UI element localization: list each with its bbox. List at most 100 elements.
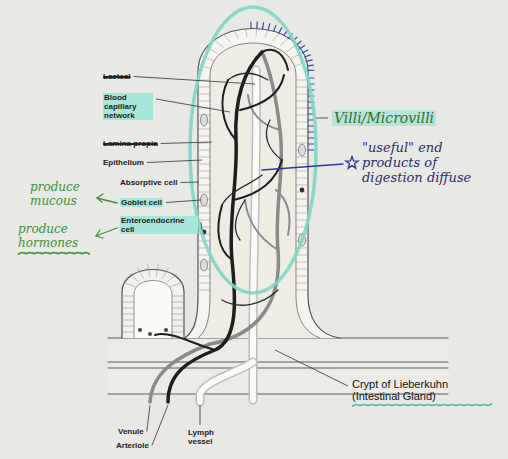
epithelial-cell [198,101,210,102]
arteriole-branch [240,75,284,110]
part-label: Lamina propia [103,139,158,148]
lacteal [200,362,253,402]
crypt-cell [171,282,182,286]
crypt-cell [124,282,135,286]
epithelial-cell [273,33,279,41]
part-label: Blood capillary network [103,93,153,120]
epithelial-cell [296,220,308,221]
crypt-cell [129,274,138,282]
epithelial-cell [198,283,210,284]
crypt-cell [168,274,177,282]
crypt-cell [138,268,144,278]
crypt-cell [122,296,134,297]
epithelial-cell [296,199,308,200]
enteroendocrine-cell-symbol [300,188,305,193]
epithelial-cell [296,164,308,165]
microvilli-tick [307,64,313,66]
capillary [228,73,268,80]
layer-line [108,368,448,369]
epithelial-cell [198,220,210,221]
epithelial-cell [296,178,308,179]
epithelial-cell [234,31,238,39]
epithelial-cell [198,136,210,137]
lacteal-lumen [253,70,256,400]
epithelial-cell [296,101,308,102]
handwritten-note: "useful" end products of digestion diffu… [362,140,472,185]
arrowhead [97,194,103,202]
part-label: Goblet cell [120,198,163,207]
microvilli-tick [308,70,314,71]
epithelial-cell [215,40,223,47]
epithelial-cell [198,164,210,165]
part-label: Lymph vessel [188,428,228,446]
microvilli-tick [279,28,282,33]
lacteal-lumen [200,362,253,402]
epithelial-cell [198,87,210,88]
microvilli-tick [306,60,312,61]
leader-line [156,99,230,112]
crypt-cell [172,326,184,327]
epithelial-cell [198,276,210,277]
microvilli-tick [308,143,314,144]
handwritten-note: produce hormones [18,222,92,250]
crypt-cell [172,314,184,315]
crypt-cell [122,320,134,321]
crypt-cell [163,268,169,278]
paneth-cell [138,328,142,332]
epithelial-cell [296,108,308,109]
epithelial-cell [198,185,210,186]
epithelial-cell [296,87,308,88]
lacteal [253,70,256,400]
epithelial-cell [296,262,308,263]
crypt-cell [148,264,150,276]
star-mark [346,157,358,169]
goblet-cell-symbol [201,114,208,126]
paneth-cell [164,328,168,332]
part-label: Venule [118,427,144,436]
epithelial-cell [296,122,308,123]
microvilli-tick [308,137,314,138]
epithelial-cell [198,178,210,179]
goblet-cell-symbol [299,144,306,156]
epithelial-cell [281,38,289,45]
crypt-cell [172,302,184,303]
epithelial-cell [198,192,210,193]
epithelial-cell [296,213,308,214]
leader-line [275,350,348,386]
arteriole-branch [218,205,232,260]
epithelial-cell [296,143,308,144]
part-label: Arteriole [116,441,149,450]
microvilli-tick [274,26,276,32]
epithelial-cell [296,94,308,95]
part-label: Lacteal [103,72,131,81]
leader-line [166,200,201,203]
crypt-cell [172,320,184,321]
epithelial-cell [296,157,308,158]
crypt-cell [122,308,134,309]
arteriole-branch [262,50,288,70]
arrowhead [96,230,103,238]
epithelial-cell [296,185,308,186]
handwritten-note: produce mucous [30,180,94,208]
capillary [235,200,245,240]
microvilli-tick [308,125,314,126]
leader-line [134,77,255,85]
layer-line [108,362,448,363]
epithelial-cell [245,28,247,36]
highlight-ellipse [190,7,316,293]
part-label: Epithelium [103,158,144,167]
leader-line [161,142,212,144]
epithelial-cell [198,94,210,95]
leader-line [147,405,150,432]
microvilli-tick [263,23,264,29]
venule-vessel [276,190,290,235]
epithelial-cell [296,129,308,130]
microvilli-tick [305,55,311,57]
epithelial-cell [296,80,308,81]
capillary [266,120,282,160]
epithelial-cell [198,150,210,151]
leader-line [200,405,201,425]
venule-vessel [245,200,278,250]
epithelial-cell [296,136,308,137]
